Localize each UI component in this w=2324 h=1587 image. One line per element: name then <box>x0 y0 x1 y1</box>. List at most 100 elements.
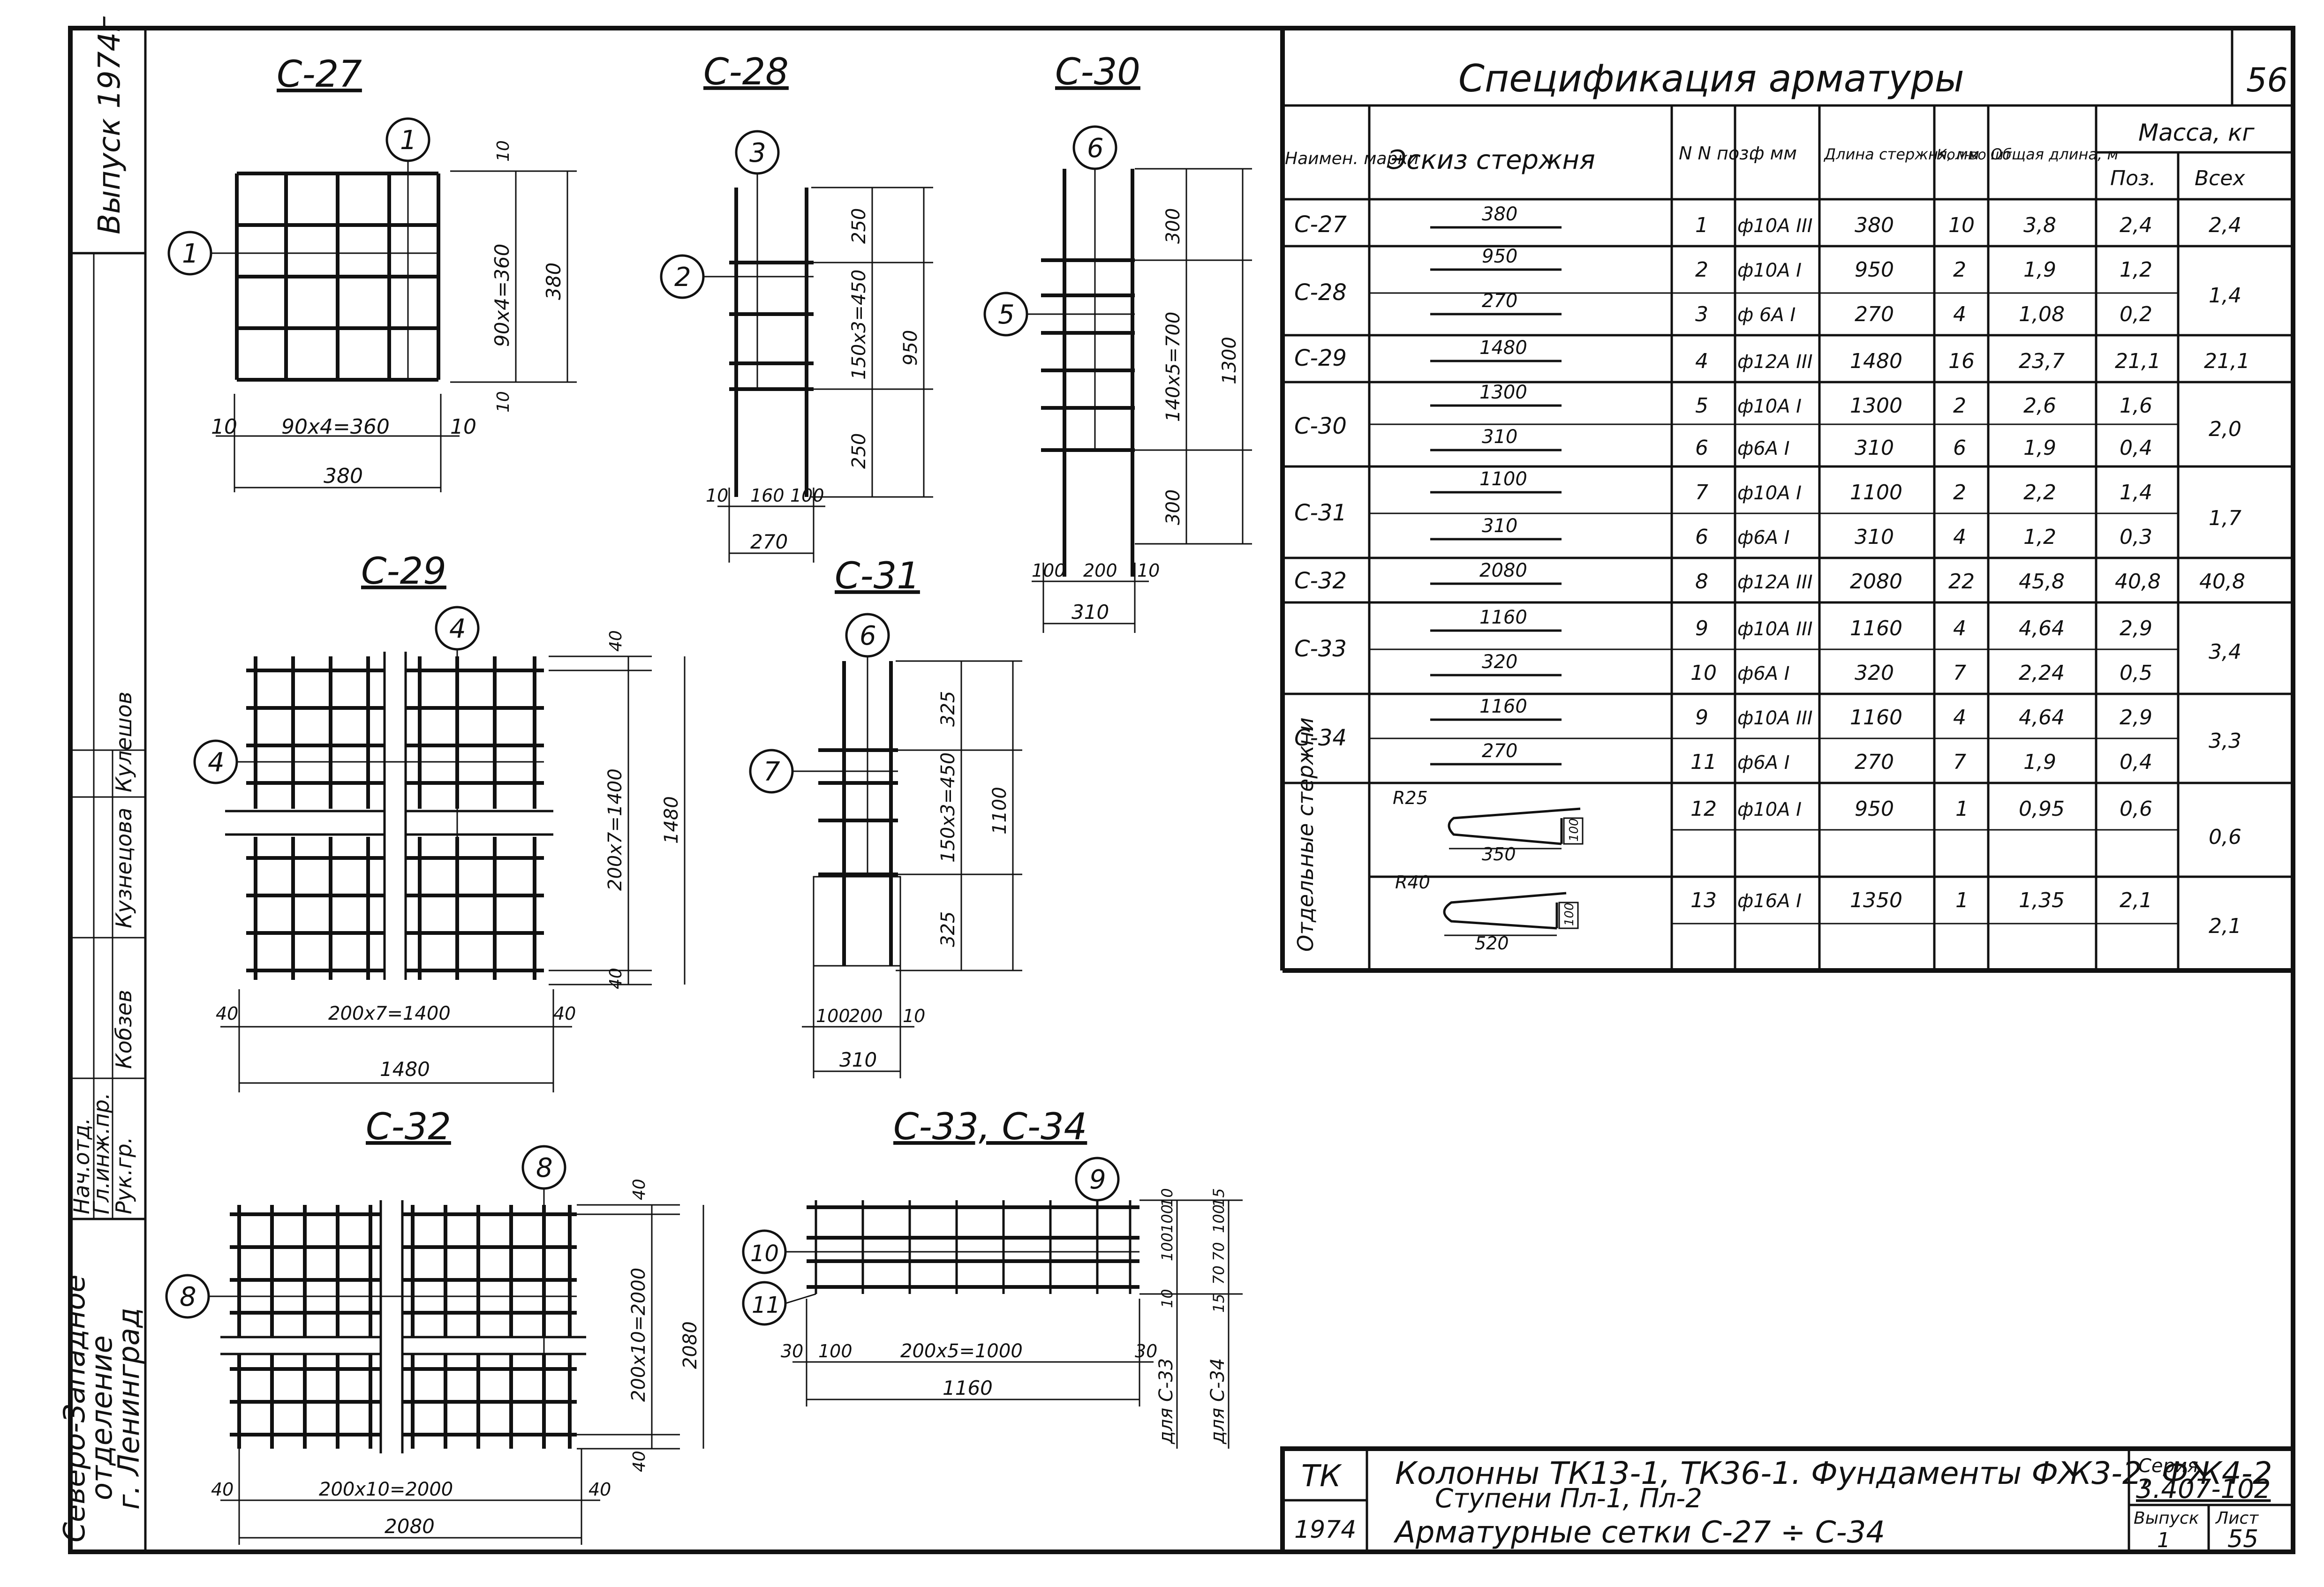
mark-6: 6 <box>1087 133 1104 164</box>
label-for-c33: для С-33 <box>1155 1358 1177 1444</box>
cell-mass-pos: 2,9 <box>2120 706 2152 730</box>
dim-total: 1160 <box>943 1376 993 1399</box>
cell-dia: ф10А I <box>1737 396 1802 417</box>
table-row: 13 ф16А I 1350 1 1,35 2,1 2,1 <box>1690 888 2241 938</box>
cell-dia: ф 6А I <box>1737 304 1796 326</box>
mesh-c27: С-27 1 1 10 90х4=360 10 380 90х4=360 380… <box>167 53 577 492</box>
row-mark-c29: С-29 <box>1294 345 1347 371</box>
dim-grid: 150х3=450 <box>937 752 959 863</box>
cell-total-len: 2,6 <box>2023 394 2056 418</box>
organization-line-2: отделение <box>84 1335 119 1500</box>
dim-grid: 200х10=2000 <box>319 1479 453 1500</box>
cell-pos: 3 <box>1695 302 1708 326</box>
table-row: 4 ф12А III 1480 16 23,7 21,1 21,1 <box>1695 349 2250 373</box>
cell-len: 2080 <box>1850 570 1902 594</box>
dim-100: 100 <box>1032 560 1066 581</box>
page-number: 56 <box>2246 61 2288 99</box>
cell-total-len: 1,08 <box>2019 302 2065 326</box>
dim-grid: 200х7=1400 <box>328 1003 451 1024</box>
dim-40-bottom: 40 <box>630 1451 649 1472</box>
header-pos: N N поз. <box>1679 143 1754 164</box>
cell-pos: 9 <box>1695 706 1708 730</box>
cell-dia: ф12А III <box>1737 351 1813 373</box>
dim-grid: 200х5=1000 <box>900 1340 1023 1362</box>
cell-total-len: 4,64 <box>2019 706 2065 730</box>
cell-mass-all: 0,6 <box>2209 825 2241 849</box>
sketch-len: 2080 <box>1479 560 1527 581</box>
dim-grid-vertical: 200х10=2000 <box>628 1268 649 1402</box>
dim-total: 380 <box>324 464 363 488</box>
cell-qty: 4 <box>1953 617 1966 640</box>
cell-total-len: 3,8 <box>2023 213 2056 237</box>
dim-total-vertical: 1480 <box>661 796 682 844</box>
dim-40-top: 40 <box>606 630 626 652</box>
cell-mass-all: 2,4 <box>2209 213 2241 237</box>
dim-100: 100 <box>816 1006 850 1026</box>
cell-pos: 8 <box>1695 570 1708 594</box>
organization-line-3: г. Ленинград <box>112 1308 146 1510</box>
spec-title: Спецификация арматуры <box>1458 57 1964 100</box>
cell-mass-all: 3,4 <box>2209 640 2241 664</box>
dim-100-b: 100 <box>1158 1233 1176 1261</box>
dim-100-c: 100 <box>1210 1204 1228 1233</box>
sketch-len: 1480 <box>1479 337 1527 359</box>
row-mark-c33: С-33 <box>1294 636 1347 662</box>
bar-length: 350 <box>1482 844 1516 865</box>
dim-total: 2080 <box>385 1515 435 1538</box>
cell-dia: ф12А III <box>1737 572 1813 593</box>
dim-30-right: 30 <box>1135 1341 1157 1361</box>
mesh-c32: С-32 8 8 40 20 <box>165 1106 704 1545</box>
sketch-len: 1300 <box>1479 382 1527 403</box>
mark-5: 5 <box>998 300 1015 330</box>
cell-mass-pos: 1,6 <box>2120 394 2152 418</box>
cell-mass-pos: 0,4 <box>2120 436 2152 460</box>
dim-325-top: 325 <box>937 691 959 727</box>
sketch-len: 310 <box>1482 426 1517 448</box>
cell-qty: 7 <box>1953 661 1966 685</box>
separate-bars-label: Отдельные стержни <box>1293 717 1318 952</box>
row-mark-c28: С-28 <box>1294 279 1347 306</box>
dim-10-b: 10 <box>1158 1289 1176 1308</box>
signature-name-2: Кузнецова <box>111 808 136 928</box>
issue-value: 1 <box>2157 1528 2170 1552</box>
dim-total: 1300 <box>1219 337 1240 384</box>
cell-mass-pos: 21,1 <box>2115 349 2161 373</box>
cell-mass-pos: 2,1 <box>2120 888 2152 912</box>
cell-total-len: 0,95 <box>2019 797 2065 821</box>
table-row: 2 ф10А I 950 2 1,9 1,2 1,4 <box>1695 258 2241 308</box>
dim-250-bottom: 250 <box>848 433 870 469</box>
hook-length: 100 <box>1567 818 1581 842</box>
mesh-title: С-27 <box>277 53 362 96</box>
series-value: 3.407-102 <box>2136 1474 2271 1504</box>
row-mark-c27: С-27 <box>1294 211 1347 238</box>
cell-dia: ф6А I <box>1737 438 1790 459</box>
cell-len: 1300 <box>1850 394 1902 418</box>
sketch-len: 270 <box>1482 290 1517 312</box>
cell-len: 1100 <box>1850 481 1902 504</box>
dim-310: 310 <box>839 1048 877 1071</box>
mesh-title: С-33, С-34 <box>893 1106 1087 1148</box>
sheet-label: Лист <box>2215 1509 2259 1528</box>
mesh-title: С-29 <box>361 550 446 593</box>
cell-mass-pos: 1,4 <box>2120 481 2152 504</box>
mesh-title: С-31 <box>835 555 920 597</box>
cell-mass-pos: 0,3 <box>2120 525 2152 549</box>
sketch-len: 950 <box>1482 246 1517 267</box>
dim-15-a: 15 <box>1210 1188 1228 1207</box>
cell-mass-pos: 0,2 <box>2120 302 2152 326</box>
mark-10: 10 <box>750 1241 779 1267</box>
cell-pos: 10 <box>1690 661 1717 685</box>
cell-len: 320 <box>1855 661 1894 685</box>
organization-line-1: Северо-Западное <box>57 1274 91 1542</box>
cell-len: 270 <box>1855 302 1894 326</box>
dim-40-top: 40 <box>630 1179 649 1200</box>
dim-40-bottom: 40 <box>606 968 626 989</box>
sketch-len: 310 <box>1482 515 1517 537</box>
dim-vertical-10-bottom: 10 <box>494 391 513 413</box>
signature-role-3: Рук.гр. <box>111 1137 136 1214</box>
cell-pos: 4 <box>1695 349 1708 373</box>
signature-name-3: Кулешов <box>111 692 136 792</box>
mark-2: 2 <box>674 262 691 293</box>
cell-qty: 2 <box>1953 394 1966 418</box>
mark-11: 11 <box>752 1292 780 1318</box>
